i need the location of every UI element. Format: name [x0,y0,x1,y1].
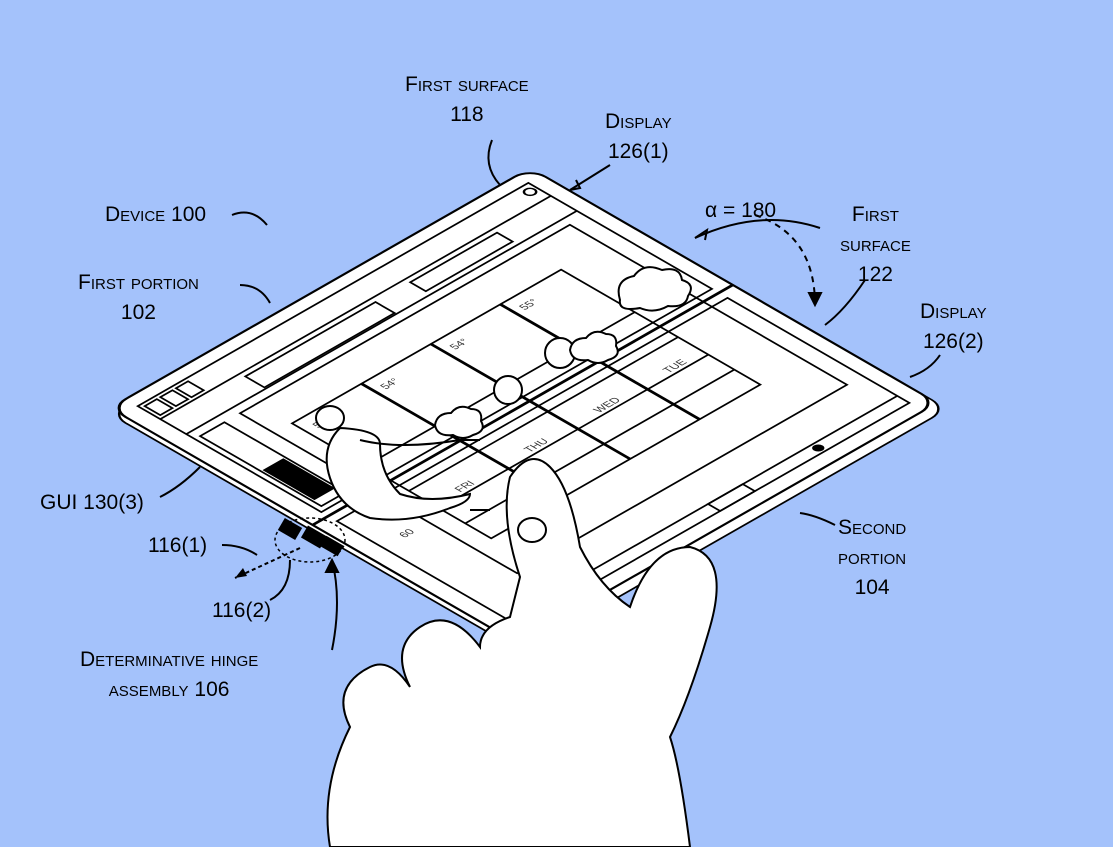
leader-lines [159,139,941,651]
label-text: surface [840,233,911,256]
label-second-portion-104: Second portion 104 [838,513,906,603]
label-text: Display [920,300,987,323]
sun-icon [493,375,523,405]
address-bar[interactable] [243,301,397,389]
label-number: 122 [857,263,893,286]
side-panel [198,421,348,508]
label-device-100: Device 100 [105,203,207,226]
label-hinge-assembly-106: Determinative hinge assembly 106 [80,645,258,705]
label-number: 102 [120,301,156,324]
label-number: 118 [450,103,484,126]
cloud-icon [568,330,619,364]
label-first-portion-102: First portion 102 [78,268,199,328]
display-126-2 [335,296,912,628]
hinge-assembly-106 [234,517,346,579]
window-button-icon[interactable] [158,389,190,408]
label-text: First surface [405,73,529,96]
label-alpha: α = 180 [705,199,777,222]
label-number: 104 [854,576,890,599]
cloud-icon [433,405,484,439]
hand [326,458,718,847]
label-gui-130-3: GUI 130(3) [40,491,144,514]
label-116-2: 116(2) [212,599,272,622]
home-button-icon[interactable] [810,443,827,453]
label-number: 126(1) [607,140,669,163]
search-field[interactable] [408,231,515,293]
side-panel-bar [262,458,336,501]
label-text: Second [838,516,907,539]
device-100: FRI THU WED TUE 50° 54° 54° 55° 60 [117,172,940,648]
camera-icon [522,187,538,197]
label-first-surface-122: First surface 122 [840,200,911,290]
label-text: First [851,203,899,226]
label-text: Display [605,110,672,133]
label-116-1: 116(1) [148,534,208,557]
label-first-surface-118: First surface 118 [405,70,529,130]
label-display-126-2: Display 126(2) [920,297,987,357]
label-number: 126(2) [922,330,984,353]
weather-icons [433,266,692,439]
label-text: portion [838,546,907,569]
taskbar-item[interactable] [706,483,757,512]
label-text: First portion [78,271,199,294]
label-display-126-1: Display 126(1) [605,107,672,167]
cloud-icon [617,266,692,312]
label-text: assembly 106 [108,678,230,701]
window-button-icon[interactable] [174,380,206,399]
window-button-icon[interactable] [142,398,175,417]
person-figure [315,405,490,521]
label-text: Determinative hinge [80,648,259,671]
